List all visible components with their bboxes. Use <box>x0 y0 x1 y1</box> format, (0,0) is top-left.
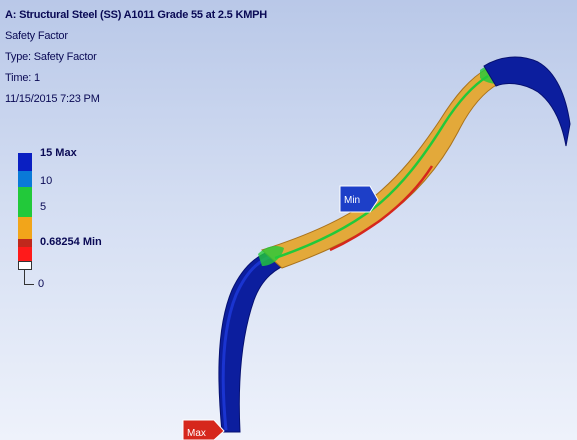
max-probe[interactable]: Max <box>182 419 225 440</box>
max-probe-label: Max <box>187 428 206 439</box>
frame-lower-blue-section <box>218 247 293 433</box>
result-type: Type: Safety Factor <box>5 51 97 63</box>
min-probe-label: Min <box>344 195 360 206</box>
stress-line-green <box>274 74 489 260</box>
result-name: Safety Factor <box>5 30 68 42</box>
frame-upper-blue-section <box>483 56 571 147</box>
stress-line-red <box>329 165 434 252</box>
result-timestamp: 11/15/2015 7:23 PM <box>5 93 100 105</box>
result-time: Time: 1 <box>5 72 40 84</box>
result-header: A: Structural Steel (SS) A1011 Grade 55 … <box>5 5 267 110</box>
min-probe[interactable]: Min <box>339 185 379 213</box>
result-title: A: Structural Steel (SS) A1011 Grade 55 … <box>5 9 268 21</box>
stress-patch-left <box>258 246 284 266</box>
